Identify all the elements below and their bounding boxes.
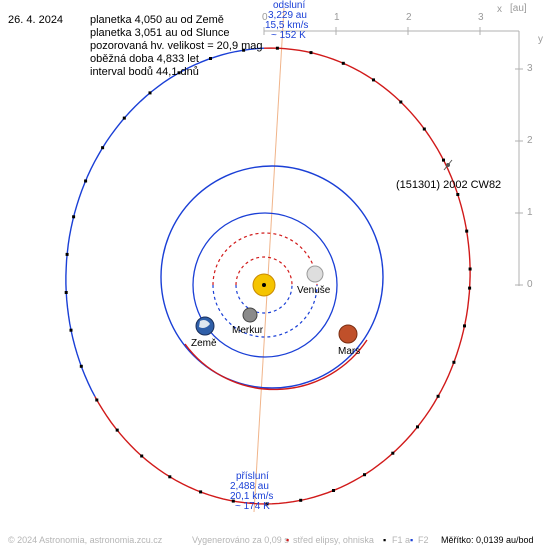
orbit-point <box>391 451 395 455</box>
asteroid-orbit-below <box>65 47 265 397</box>
venus <box>306 265 324 283</box>
orbit-point <box>177 71 181 75</box>
perihelion-temperature: ~ 174 K <box>235 501 270 512</box>
footer-render-time: Vygenerováno za 0,09 s <box>192 535 289 545</box>
orbit-point <box>299 498 303 502</box>
legend-f1-marker: ▪ <box>383 535 387 545</box>
orbit-point <box>122 116 126 120</box>
footer-copyright: © 2024 Astronomia, astronomia.zcu.cz <box>8 535 163 545</box>
date-label: 26. 4. 2024 <box>8 14 64 26</box>
footer-scale: Měřítko: 0,0139 au/bod <box>441 535 534 545</box>
orbit-point <box>101 146 105 150</box>
orbit-point <box>64 291 68 294</box>
orbit-point <box>72 215 76 219</box>
perihelion-title: přísluní <box>236 471 269 482</box>
orbit-point <box>468 286 472 290</box>
earth-orbit <box>192 212 338 358</box>
orbit-point <box>140 454 144 458</box>
x-axis-label: x <box>497 4 502 15</box>
orbit-point <box>468 267 472 271</box>
venus-orbit-above <box>212 232 318 286</box>
footer-legend-center: střed elipsy, ohniska <box>293 535 374 545</box>
orbit-point <box>456 193 460 196</box>
orbit-point <box>95 398 99 402</box>
info-line-magnitude: pozorovaná hv. velikost = 20,9 mag <box>90 40 263 52</box>
mercury-orbit-above <box>235 256 293 286</box>
orbit-point <box>65 252 69 256</box>
legend-center-marker: ▪ <box>286 535 290 545</box>
footer-legend-f2: F2 <box>418 535 429 545</box>
aphelion-title: odsluní <box>273 0 306 11</box>
orbit-point <box>465 229 469 233</box>
x-tick-3: 3 <box>478 12 484 23</box>
earth-label: Země <box>191 338 217 349</box>
orbit-point <box>84 179 88 183</box>
orbit-point <box>332 489 335 492</box>
y-tick-3: 3 <box>527 63 533 74</box>
info-line-interval: interval bodů 44,1 dnů <box>90 66 199 78</box>
mars <box>338 324 358 344</box>
mars-orbit-red <box>184 339 368 391</box>
asteroid-label: (151301) 2002 CW82 <box>396 179 502 191</box>
asteroid-orbit-above <box>94 47 471 505</box>
y-tick-1: 1 <box>527 207 533 218</box>
orbit-point <box>115 428 119 432</box>
orbit-point <box>79 364 83 368</box>
orbit-point <box>275 46 279 50</box>
y-axis-label: y <box>538 34 543 45</box>
orbit-point <box>265 502 269 506</box>
orbit-point <box>442 158 445 162</box>
asteroid-orbit <box>64 46 472 506</box>
sun-center <box>262 283 266 287</box>
aphelion-temperature: ~ 152 K <box>271 30 306 41</box>
mars-label: Mars <box>338 346 361 357</box>
orbit-point <box>463 324 466 328</box>
mercury-label: Merkur <box>232 325 264 336</box>
orbit-point <box>69 328 73 332</box>
legend-f2-marker: ▪ <box>410 535 414 545</box>
info-line-earth-distance: planetka 4,050 au od Země <box>90 14 224 26</box>
info-line-period: oběžná doba 4,833 let <box>90 53 199 65</box>
x-tick-2: 2 <box>406 12 412 23</box>
orbit-point <box>341 61 345 65</box>
y-tick-2: 2 <box>527 135 533 146</box>
asteroid-marker <box>443 159 453 171</box>
orbit-point <box>309 51 313 55</box>
perihelion-distance: 2,488 au <box>230 481 269 492</box>
orbit-point <box>199 490 203 494</box>
aphelion-speed: 15,5 km/s <box>265 20 309 31</box>
orbit-point <box>399 100 403 104</box>
orbit-point <box>148 91 152 95</box>
mars-orbit-blue <box>160 165 384 389</box>
earth-clouds <box>199 320 210 328</box>
line-of-apsides <box>253 7 285 513</box>
orbit-point <box>452 360 456 364</box>
axis-unit: [au] <box>510 3 527 14</box>
orbit-point <box>209 57 212 60</box>
orbit-point <box>436 394 440 398</box>
mercury <box>242 307 258 323</box>
perihelion-speed: 20,1 km/s <box>230 491 274 502</box>
y-tick-0: 0 <box>527 279 533 290</box>
aphelion-distance: 3,229 au <box>268 10 307 21</box>
info-line-sun-distance: planetka 3,051 au od Slunce <box>90 27 230 39</box>
orbit-point <box>372 78 375 82</box>
x-tick-1: 1 <box>334 12 340 23</box>
x-axis-ticks <box>263 27 481 35</box>
y-axis-ticks <box>515 68 523 286</box>
x-tick-0: 0 <box>262 12 268 23</box>
footer-legend-f1: F1 a <box>392 535 411 545</box>
orbit-point <box>422 127 426 131</box>
orbit-point <box>416 425 419 429</box>
venus-orbit-below <box>212 284 318 338</box>
venus-label: Venuše <box>297 285 331 296</box>
mercury-orbit-below <box>235 284 293 314</box>
orbit-point <box>363 473 366 477</box>
orbit-point <box>242 48 246 52</box>
orbit-point <box>168 475 172 479</box>
orbit-point <box>231 499 235 503</box>
